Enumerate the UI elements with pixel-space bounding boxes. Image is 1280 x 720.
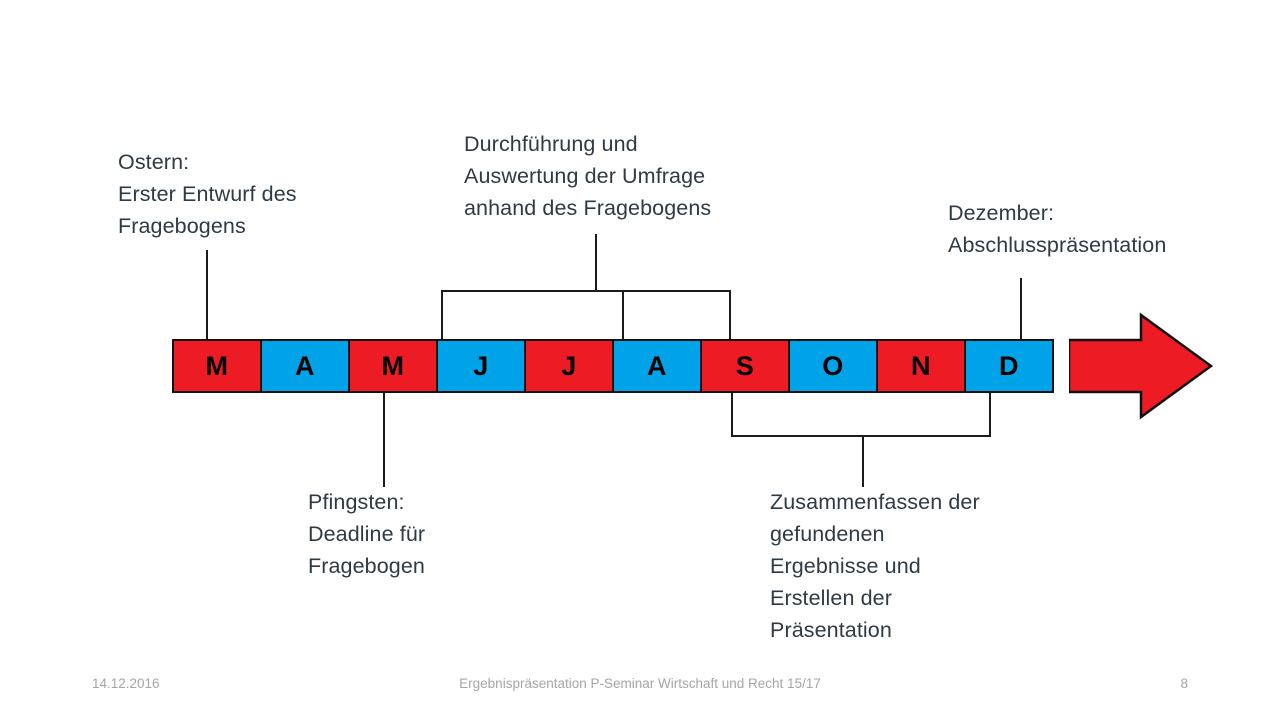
timeline-month-2[interactable]: A (260, 339, 350, 393)
footer-title: Ergebnispräsentation P-Seminar Wirtschaf… (459, 676, 821, 691)
annotation-pfingsten: Pfingsten: Deadline für Fragebogen (308, 490, 426, 578)
leader-line-dezember (1020, 278, 1022, 341)
leader-line-zusammenfassen (862, 435, 864, 487)
timeline-month-1[interactable]: M (172, 339, 262, 393)
timeline-month-7[interactable]: S (700, 339, 790, 393)
bracket-top-inner-tick (622, 290, 624, 341)
timeline-month-9[interactable]: N (876, 339, 966, 393)
timeline-month-5[interactable]: J (524, 339, 614, 393)
timeline-month-6[interactable]: A (612, 339, 702, 393)
slide-footer: 14.12.2016 Ergebnispräsentation P-Semina… (0, 676, 1280, 700)
timeline-bar: M A M J J A S O N D (172, 339, 1054, 393)
leader-line-pfingsten (383, 391, 385, 487)
timeline-month-8[interactable]: O (788, 339, 878, 393)
bracket-top-left-tick (441, 290, 443, 341)
bracket-top-right-tick (729, 290, 731, 341)
bracket-bottom-left-tick (731, 391, 733, 436)
timeline-month-3[interactable]: M (348, 339, 438, 393)
leader-line-durchfuehrung (595, 234, 597, 291)
timeline-arrow-icon (1069, 312, 1214, 420)
annotation-ostern: Ostern: Erster Entwurf des Fragebogens (118, 150, 297, 238)
leader-line-ostern (206, 250, 208, 342)
annotation-durchfuehrung: Durchführung und Auswertung der Umfrage … (464, 132, 712, 220)
timeline-month-4[interactable]: J (436, 339, 526, 393)
annotation-dezember: Dezember: Abschlusspräsentation (948, 201, 1167, 257)
bracket-top-horizontal (441, 290, 731, 292)
timeline-month-10[interactable]: D (964, 339, 1054, 393)
bracket-bottom-right-tick (989, 391, 991, 436)
footer-date: 14.12.2016 (92, 676, 160, 691)
footer-page-number: 8 (1180, 676, 1188, 691)
bracket-bottom-horizontal (731, 435, 991, 437)
annotation-zusammenfassen: Zusammenfassen der gefundenen Ergebnisse… (770, 490, 980, 642)
